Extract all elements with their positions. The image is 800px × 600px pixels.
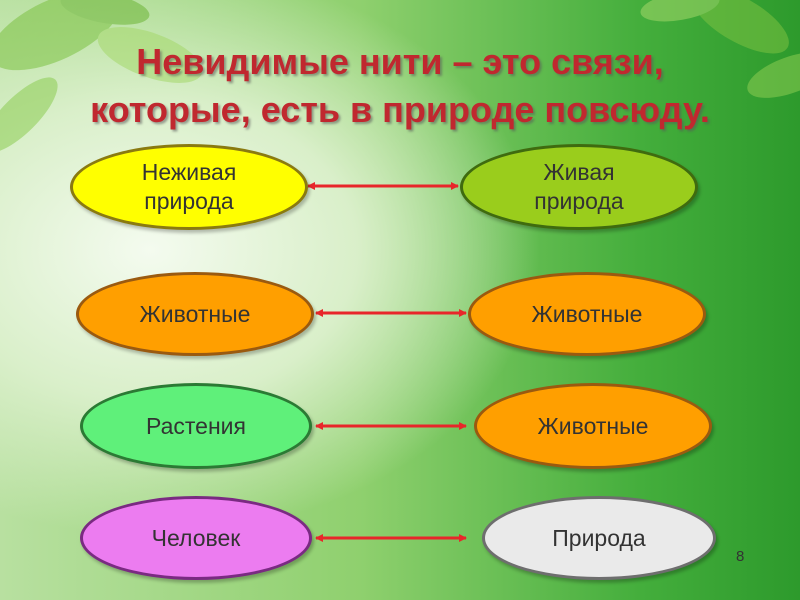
node-nature: Природа: [482, 496, 716, 580]
slide-title: Невидимые нити – это связи, которые, ест…: [0, 38, 800, 134]
node-living-nature: Живая природа: [460, 144, 698, 230]
title-line-1: Невидимые нити – это связи,: [136, 41, 664, 82]
node-nonliving-nature: Неживая природа: [70, 144, 308, 230]
title-line-2: которые, есть в природе повсюду.: [90, 89, 710, 130]
node-animals-right-2: Животные: [474, 383, 712, 469]
node-animals-right: Животные: [468, 272, 706, 356]
node-animals-left: Животные: [76, 272, 314, 356]
page-number: 8: [736, 548, 745, 565]
node-plants: Растения: [80, 383, 312, 469]
node-human: Человек: [80, 496, 312, 580]
